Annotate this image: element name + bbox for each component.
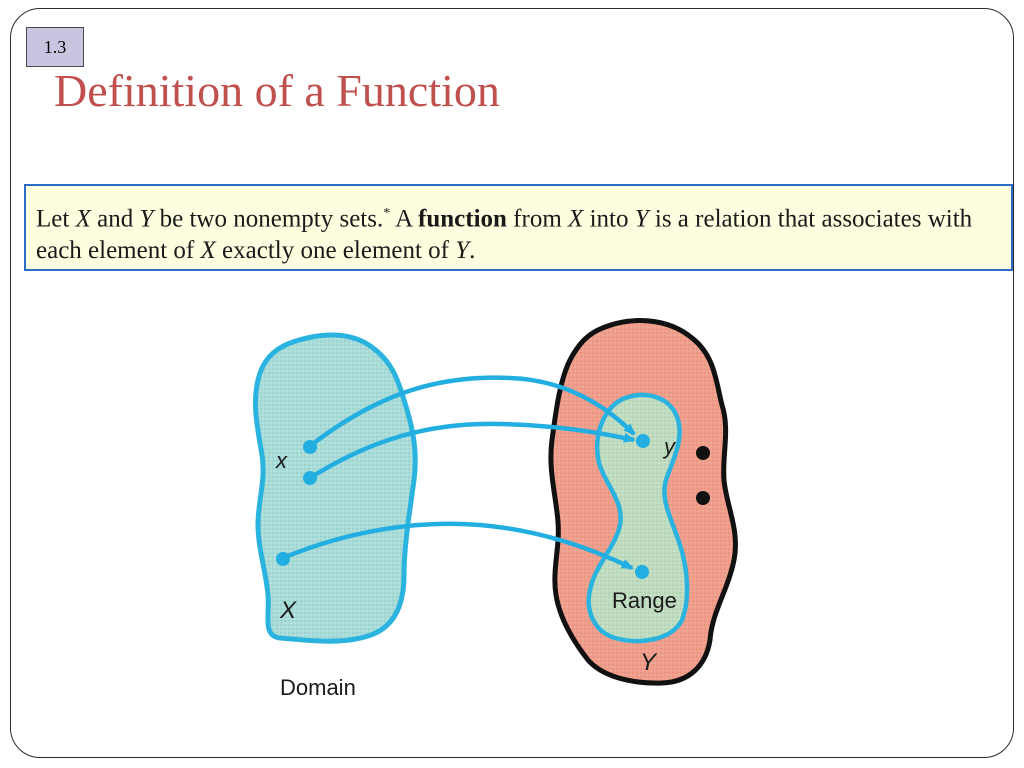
def-text-relation: is a relation that associates with each … (36, 205, 973, 265)
codomain-point-2 (696, 491, 710, 505)
def-text-exactly: exactly one element of (215, 237, 456, 265)
domain-point-2 (303, 471, 317, 485)
range-point-y (636, 434, 650, 448)
mapping-arrow-3 (282, 521, 634, 571)
mapping-arrow-1 (308, 375, 636, 448)
range-set-shape (586, 392, 690, 644)
def-text-be-sets: be two nonempty sets. (153, 205, 384, 233)
mapping-arrow-2 (308, 421, 636, 480)
domain-point-1 (303, 440, 317, 454)
codomain-element-label: y (662, 434, 677, 459)
slide-title: Definition of a Function (54, 65, 500, 116)
domain-point-3 (276, 552, 290, 566)
definition-box: Let X and Y be two nonempty sets.* A fun… (24, 184, 1013, 271)
def-set-y: Y (139, 205, 154, 233)
domain-set-label: X (279, 597, 297, 624)
def-set-y-2: Y (634, 205, 649, 233)
def-text-from: from (506, 205, 569, 233)
def-set-x-2: X (568, 205, 584, 233)
def-term-function: function (418, 205, 507, 233)
domain-element-label: x (275, 448, 288, 473)
codomain-set-label: Y (640, 649, 658, 676)
domain-caption: Domain (280, 675, 356, 700)
section-number-badge: 1.3 (26, 27, 84, 67)
def-text-and: and (90, 205, 140, 233)
def-text-period: . (469, 237, 476, 265)
def-text-a: A (390, 205, 419, 233)
domain-set-shape (252, 332, 418, 644)
def-footnote-mark: * (383, 206, 391, 221)
def-set-x: X (75, 205, 91, 233)
def-text-into: into (583, 205, 635, 233)
range-point-2 (635, 565, 649, 579)
def-set-x-3: X (200, 237, 216, 265)
def-set-y-3: Y (455, 237, 470, 265)
def-text-let: Let (36, 205, 76, 233)
range-label: Range (612, 588, 677, 613)
codomain-point-1 (696, 446, 710, 460)
slide-frame (10, 8, 1014, 758)
